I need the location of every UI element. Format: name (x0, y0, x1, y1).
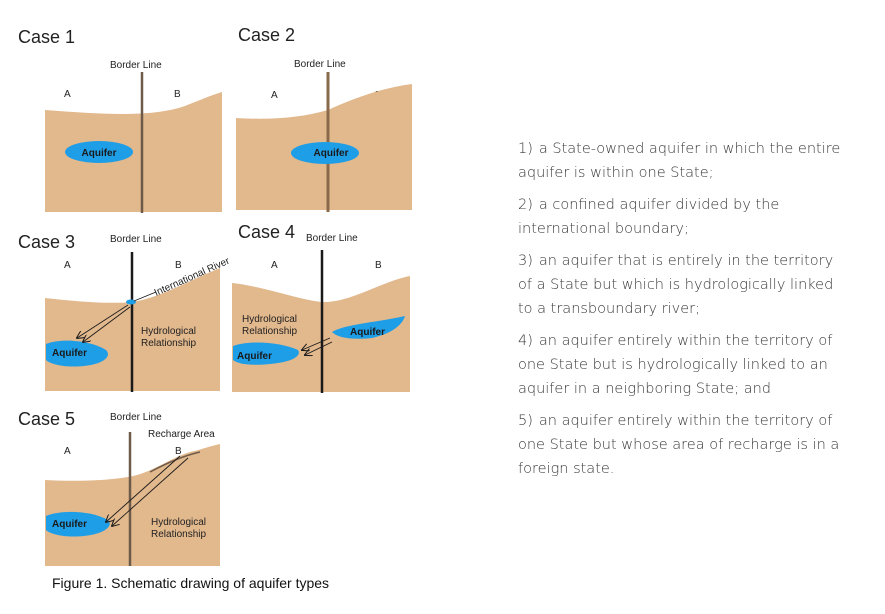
description-item: 2)a confined aquifer divided by the inte… (518, 193, 848, 241)
case-title: Case 4 (238, 222, 295, 242)
description-number: 5) (518, 413, 533, 429)
description-text: a State-owned aquifer in which the entir… (518, 141, 841, 181)
side-a-label: A (64, 446, 71, 457)
side-a-label: A (64, 260, 71, 271)
description-text: an aquifer entirely within the territory… (518, 413, 840, 477)
description-text: a confined aquifer divided by the intern… (518, 197, 780, 237)
aquifer-label: Aquifer (82, 148, 117, 159)
description-number: 1) (518, 141, 533, 157)
case-4: Case 4 Border Line A B Aquifer Aquifer H… (232, 222, 410, 393)
side-a-label: A (271, 260, 278, 271)
case-title: Case 2 (238, 25, 295, 45)
ground-block (45, 444, 220, 566)
description-item: 4)an aquifer entirely within the territo… (518, 329, 848, 401)
border-line-label: Border Line (110, 412, 162, 423)
case-5: Case 5 Border Line Recharge Area A B Aqu… (18, 409, 220, 566)
flow-arrow (305, 341, 333, 355)
recharge-area-surface (149, 451, 201, 473)
description-text: an aquifer entirely within the territory… (518, 333, 833, 397)
river-shape (126, 299, 136, 305)
case-3: Case 3 Border Line A B International Riv… (18, 232, 232, 392)
aquifer-shape-a (233, 342, 299, 365)
side-b-label: B (174, 89, 181, 100)
flow-arrow (302, 337, 331, 350)
border-line-label: Border Line (294, 59, 346, 70)
aquifer-shape-b (332, 316, 405, 339)
aquifer-a-label: Aquifer (237, 351, 272, 362)
side-b-label: B (375, 260, 382, 271)
border-line-label: Border Line (306, 233, 358, 244)
flow-arrow (112, 457, 189, 526)
description-number: 2) (518, 197, 533, 213)
aquifer-shape (65, 141, 133, 163)
description-item: 1)a State-owned aquifer in which the ent… (518, 137, 848, 185)
case-title: Case 5 (18, 409, 75, 429)
aquifer-diagram: Case 1 Border Line A B Aquifer Case 2 Bo… (18, 25, 412, 566)
case-1: Case 1 Border Line A B Aquifer (18, 27, 222, 213)
description-item: 5)an aquifer entirely within the territo… (518, 409, 848, 481)
ground-block (45, 92, 222, 212)
side-a-label: A (64, 89, 71, 100)
description-number: 3) (518, 253, 533, 269)
aquifer-label: Aquifer (52, 519, 87, 530)
aquifer-label: Aquifer (314, 148, 349, 159)
aquifer-shape (46, 511, 110, 537)
case-title: Case 3 (18, 232, 75, 252)
recharge-area-label: Recharge Area (148, 429, 215, 440)
figure-caption: Figure 1. Schematic drawing of aquifer t… (52, 575, 330, 591)
relationship-label-line2: Relationship (141, 338, 196, 349)
relationship-label-line2: Relationship (242, 326, 297, 337)
side-a-label: A (271, 90, 278, 101)
border-line-label: Border Line (110, 234, 162, 245)
flow-arrow (77, 304, 129, 338)
case-title: Case 1 (18, 27, 75, 47)
relationship-label-line2: Relationship (151, 529, 206, 540)
aquifer-label: Aquifer (52, 348, 87, 359)
aquifer-shape (291, 142, 359, 164)
relationship-label-line1: Hydrological (242, 314, 297, 325)
river-pointer (133, 291, 157, 302)
description-text: an aquifer that is entirely in the terri… (518, 253, 834, 317)
description-item: 3)an aquifer that is entirely in the ter… (518, 249, 848, 321)
case-descriptions: 1)a State-owned aquifer in which the ent… (518, 137, 848, 489)
relationship-label-line1: Hydrological (151, 517, 206, 528)
case-2: Case 2 Border Line A B Aquifer (236, 25, 412, 212)
aquifer-b-label: Aquifer (350, 327, 385, 338)
border-line-label: Border Line (110, 60, 162, 71)
flow-arrow (83, 306, 131, 342)
aquifer-shape (46, 340, 108, 367)
relationship-label-line1: Hydrological (141, 326, 196, 337)
side-b-label: B (175, 446, 182, 457)
description-number: 4) (518, 333, 533, 349)
flow-arrow (106, 455, 181, 522)
side-b-label: B (175, 260, 182, 271)
